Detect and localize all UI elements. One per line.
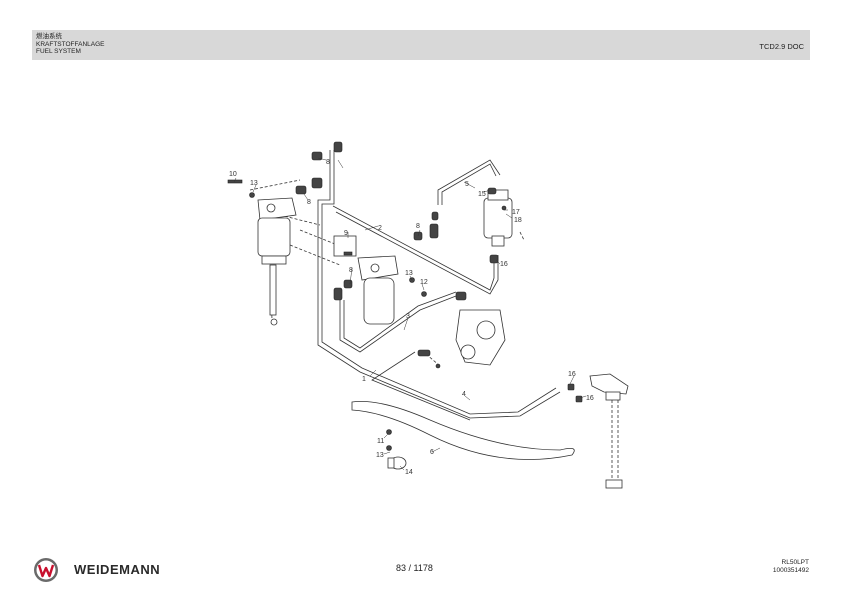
callout-18: 18 — [514, 217, 522, 224]
hose-6 — [351, 401, 575, 460]
header-titles: 燃油系统 KRAFTSTOFFANLAGE FUEL SYSTEM — [36, 33, 105, 56]
callout-4: 4 — [462, 391, 466, 398]
fuel-filter-left — [257, 197, 297, 326]
callout-13c: 13 — [376, 452, 384, 459]
callout-17: 17 — [512, 209, 520, 216]
callout-16b: 16 — [568, 371, 576, 378]
injection-pump — [455, 309, 506, 366]
fuel-line-5 — [437, 159, 501, 205]
page-header: 燃油系统 KRAFTSTOFFANLAGE FUEL SYSTEM TCD2.9… — [32, 30, 810, 60]
fuel-line-1 — [317, 150, 561, 419]
fuel-line-4 — [371, 351, 471, 421]
fuel-line-3 — [339, 295, 457, 353]
callout-labels: 1 2 3 4 5 6 8 8 8 8 9 10 11 12 13 13 13 … — [229, 159, 594, 476]
callout-2: 2 — [378, 225, 382, 232]
callout-13a: 13 — [250, 180, 258, 187]
callout-15: 15 — [478, 191, 486, 198]
fuel-filter-center — [333, 235, 399, 325]
callout-1: 1 — [362, 376, 366, 383]
callout-5: 5 — [465, 181, 469, 188]
title-german: KRAFTSTOFFANLAGE — [36, 40, 105, 48]
footer-model-info: RL50LPT 1000351492 — [773, 559, 809, 575]
weidemann-logo-icon — [34, 558, 58, 582]
callout-10: 10 — [229, 171, 237, 178]
tank-sender — [589, 373, 629, 489]
callout-16c: 16 — [586, 395, 594, 402]
callout-8d: 8 — [349, 267, 353, 274]
callout-8b: 8 — [307, 199, 311, 206]
callout-9: 9 — [344, 230, 348, 237]
document-id: TCD2.9 DOC — [759, 42, 804, 51]
callout-16a: 16 — [500, 261, 508, 268]
model-code: RL50LPT — [781, 559, 809, 566]
callout-6: 6 — [430, 449, 434, 456]
fittings — [227, 141, 583, 451]
callout-3: 3 — [406, 313, 410, 320]
callout-13b: 13 — [405, 270, 413, 277]
clamp-14 — [387, 456, 407, 470]
callout-8c: 8 — [416, 223, 420, 230]
callout-14: 14 — [405, 469, 413, 476]
callout-8a: 8 — [326, 159, 330, 166]
fuel-line-2 — [332, 205, 495, 291]
title-english: FUEL SYSTEM — [36, 48, 81, 55]
fuel-pump — [483, 189, 513, 247]
brand-name: WEIDEMANN — [74, 562, 161, 577]
page-number: 83 / 1178 — [396, 563, 433, 573]
callout-11: 11 — [377, 438, 384, 445]
part-number: 1000351492 — [772, 567, 809, 574]
callout-12: 12 — [420, 279, 428, 286]
title-chinese: 燃油系统 — [36, 33, 62, 40]
